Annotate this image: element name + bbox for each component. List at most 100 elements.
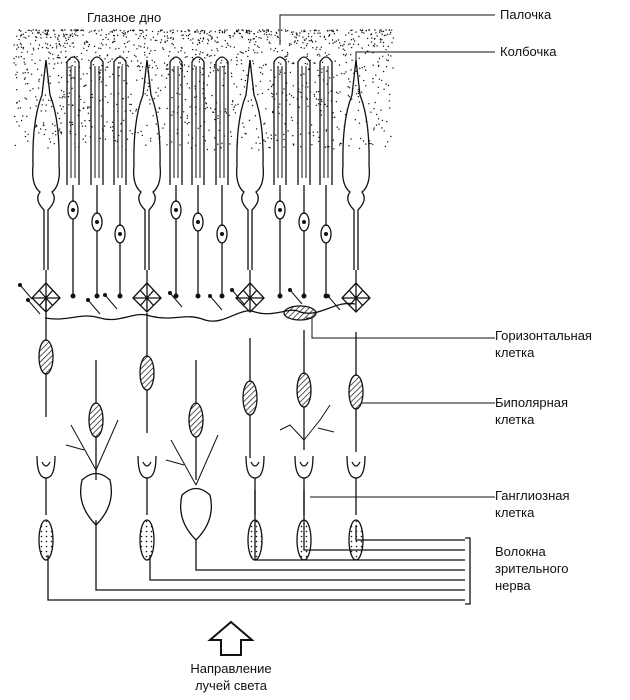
stipple-dot — [237, 29, 240, 31]
stipple-dot — [182, 34, 184, 36]
stipple-dot — [15, 64, 17, 66]
stipple-dot — [340, 44, 342, 47]
stipple-dot — [155, 91, 157, 94]
stipple-dot — [14, 115, 16, 118]
stipple-dot — [378, 78, 381, 80]
stipple-dot — [302, 42, 304, 44]
stipple-dot — [73, 29, 76, 31]
stipple-dot — [303, 73, 305, 75]
stipple-dot — [189, 106, 191, 108]
stipple-dot — [63, 34, 65, 37]
stipple-dot — [291, 62, 293, 65]
stipple-dot — [279, 71, 282, 74]
stipple-dot — [353, 40, 356, 42]
stipple-dot — [100, 42, 103, 45]
rod-nucleolus — [196, 220, 200, 224]
stipple-dot — [291, 119, 293, 122]
stipple-dot — [123, 30, 125, 32]
stipple-dot — [75, 31, 77, 33]
stipple-dot — [262, 64, 265, 67]
stipple-dot — [44, 33, 46, 35]
rod-terminal — [195, 293, 201, 299]
stipple-dot — [325, 129, 328, 131]
stipple-dot — [319, 32, 321, 34]
cone-cell — [341, 59, 371, 313]
stipple-dot — [302, 36, 304, 38]
stipple-dot — [274, 47, 277, 50]
stipple-dot — [256, 52, 258, 54]
stipple-dot — [287, 61, 290, 63]
stipple-dot — [339, 42, 341, 44]
dendrite-tip — [18, 283, 22, 287]
stipple-dot — [47, 30, 50, 32]
stipple-dot — [223, 32, 226, 34]
stipple-dot — [217, 68, 219, 71]
stipple-dot — [370, 34, 372, 36]
stipple-dot — [72, 76, 74, 79]
stipple-dot — [374, 43, 376, 45]
stipple-dot — [354, 119, 356, 121]
bipolar-body — [139, 355, 155, 391]
stipple-dot — [180, 50, 182, 52]
stipple-dot — [231, 75, 233, 78]
stipple-dot — [287, 30, 289, 32]
stipple-dot — [209, 35, 212, 37]
stipple-dot — [16, 89, 18, 91]
stipple-dot — [150, 50, 152, 52]
horizontal-cell-label-line2: клетка — [495, 345, 535, 360]
stipple-dot — [87, 106, 89, 108]
stipple-dot — [102, 38, 104, 41]
stipple-dot — [295, 32, 298, 34]
stipple-dot — [207, 40, 210, 42]
stipple-dot — [208, 31, 211, 33]
stipple-dot — [237, 53, 239, 55]
stipple-dot — [299, 32, 301, 34]
stipple-dot — [188, 30, 191, 32]
cone-body — [133, 59, 161, 270]
stipple-dot — [243, 86, 246, 88]
stipple-dot — [71, 123, 74, 126]
stipple-dot — [373, 45, 376, 47]
stipple-dot — [58, 81, 60, 84]
stipple-dot — [366, 37, 369, 40]
rod-outer-segment — [66, 56, 80, 185]
stipple-dot — [300, 91, 302, 94]
stipple-dot — [284, 72, 286, 74]
stipple-dot — [74, 61, 76, 63]
stipple-dot — [250, 99, 253, 101]
stipple-dot — [165, 77, 168, 79]
stipple-dot — [107, 101, 109, 104]
stipple-dot — [16, 77, 18, 79]
stipple-dot — [180, 116, 182, 119]
horizontal-cell-label-line1: Горизонтальная — [495, 328, 592, 343]
rod-outer-segment — [90, 56, 104, 185]
stipple-dot — [159, 89, 162, 92]
stipple-dot — [236, 29, 238, 31]
stipple-dot — [67, 96, 70, 98]
rod-cell — [191, 56, 205, 299]
rod-cell — [273, 56, 287, 299]
stipple-dot — [184, 56, 186, 58]
stipple-dot — [387, 45, 390, 48]
stipple-dot — [348, 87, 351, 89]
stipple-dot — [23, 61, 25, 63]
stipple-dot — [21, 51, 23, 54]
stipple-dot — [311, 144, 313, 146]
stipple-dot — [350, 39, 352, 41]
stipple-dot — [311, 40, 313, 42]
stipple-dot — [98, 47, 100, 49]
stipple-dot — [195, 49, 197, 51]
stipple-dot — [385, 34, 387, 36]
stipple-dot — [126, 57, 128, 59]
ganglion-cup — [245, 455, 265, 479]
stipple-dot — [105, 36, 107, 39]
stipple-dot — [35, 105, 37, 107]
stipple-dot — [325, 130, 327, 132]
stipple-dot — [259, 30, 262, 33]
stipple-dot — [44, 94, 47, 96]
stipple-dot — [306, 53, 309, 55]
stipple-dot — [365, 143, 367, 145]
large-ganglion-dendrites — [65, 419, 119, 471]
stipple-dot — [371, 37, 373, 39]
stipple-dot — [192, 48, 194, 51]
